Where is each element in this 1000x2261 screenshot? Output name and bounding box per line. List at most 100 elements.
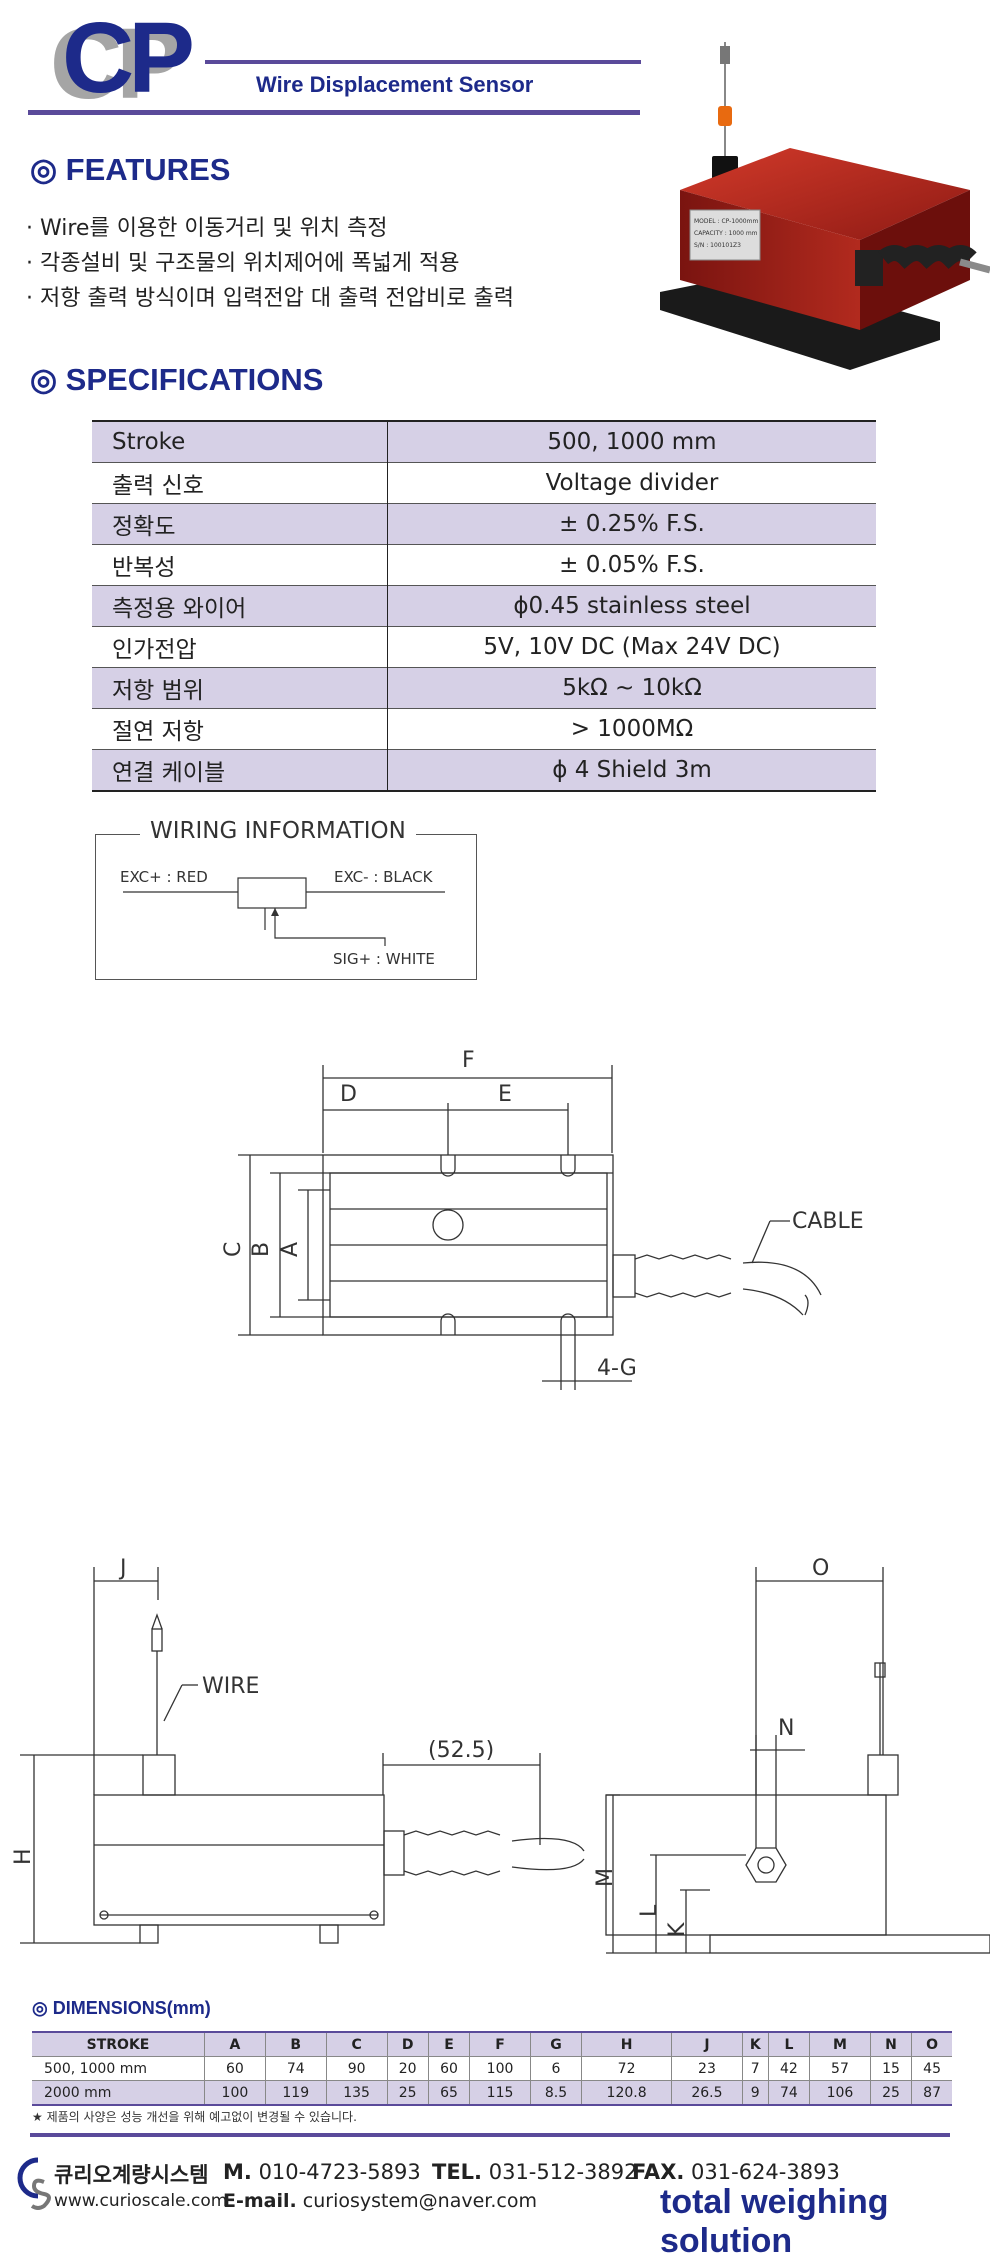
table-cell: 100 [204, 2080, 266, 2106]
header-subtitle: Wire Displacement Sensor [256, 72, 534, 97]
email-address[interactable]: curiosystem@naver.com [302, 2190, 537, 2212]
spec-key: 연결 케이블 [92, 749, 388, 791]
table-cell: 120.8 [581, 2080, 673, 2106]
resistor-icon [237, 877, 307, 909]
table-row: 2000 mm 100 119 135 25 65 115 8.5 120.8 … [32, 2080, 952, 2106]
table-cell: 8.5 [530, 2080, 583, 2106]
tel-contact: TEL. 031-512-3892 [432, 2160, 637, 2184]
table-cell: 135 [326, 2080, 388, 2106]
company-website[interactable]: www.curioscale.com [54, 2191, 228, 2211]
table-header-row: STROKE A B C D E F G H J K L M N O [32, 2031, 952, 2057]
dim-label-52-5: (52.5) [428, 1738, 494, 1763]
table-row: 500, 1000 mm 60 74 90 20 60 100 6 72 23 … [32, 2056, 952, 2081]
col-header: A [204, 2031, 266, 2057]
svg-text:MODEL : CP-1000mm: MODEL : CP-1000mm [694, 218, 758, 225]
tagline: total weighing solution [660, 2183, 889, 2260]
table-cell: 100 [469, 2056, 531, 2081]
col-header: E [428, 2031, 471, 2057]
tel-number: 031-512-3892 [488, 2160, 638, 2184]
features-title: ◎ FEATURES [30, 152, 231, 187]
mobile-contact: M. 010-4723-5893 [223, 2160, 421, 2184]
dim-label-o: O [812, 1556, 829, 1581]
mobile-label: M. [223, 2160, 252, 2184]
table-cell: 90 [326, 2056, 388, 2081]
header-rule-top [205, 60, 641, 64]
table-cell: 115 [469, 2080, 531, 2106]
dim-label-4g: 4-G [597, 1356, 637, 1381]
side-view-drawing: J WIRE (52.5) H [11, 1556, 585, 1944]
mobile-number: 010-4723-5893 [258, 2160, 421, 2184]
col-header: H [581, 2031, 673, 2057]
table-cell: 25 [387, 2080, 429, 2106]
table-row: 정확도± 0.25% F.S. [92, 503, 876, 545]
spec-key: 측정용 와이어 [92, 585, 388, 627]
svg-text:S/N : 100101Z3: S/N : 100101Z3 [694, 242, 741, 249]
dim-label-e: E [498, 1082, 512, 1107]
col-header: C [326, 2031, 388, 2057]
spec-value: 5V, 10V DC (Max 24V DC) [483, 634, 781, 660]
cable-label: CABLE [792, 1209, 864, 1234]
table-row: 절연 저항 > 1000MΩ [92, 708, 876, 750]
table-cell: 60 [428, 2056, 471, 2081]
spec-value: Voltage divider [545, 470, 719, 496]
dim-label-l: L [637, 1904, 662, 1917]
table-cell: 72 [581, 2056, 673, 2081]
header-rule-bottom [28, 110, 640, 115]
table-cell: 26.5 [671, 2080, 743, 2106]
spec-value: 5kΩ ~ 10kΩ [387, 667, 876, 709]
col-header: G [530, 2031, 583, 2057]
wiring-title: WIRING INFORMATION [140, 818, 416, 844]
col-header: J [671, 2031, 743, 2057]
col-header: D [387, 2031, 429, 2057]
tel-label: TEL. [432, 2160, 483, 2184]
spec-key: 정확도 [92, 503, 388, 545]
wiring-diagram [123, 877, 445, 946]
table-cell: 2000 mm [32, 2080, 205, 2106]
table-cell: 65 [428, 2080, 471, 2106]
specifications-title: ◎ SPECIFICATIONS [30, 362, 324, 397]
table-cell: 42 [768, 2056, 811, 2081]
top-view-drawing: F D E C B A CABLE 4-G [221, 1048, 864, 1390]
table-cell: 23 [671, 2056, 743, 2081]
wiring-sig-plus: SIG+ : WHITE [333, 950, 435, 968]
table-cell: 6 [530, 2056, 583, 2081]
col-header: O [911, 2031, 952, 2057]
feature-item-3: · 저항 출력 방식이며 입력전압 대 출력 전압비로 출력 [26, 286, 514, 311]
dimensions-table: STROKE A B C D E F G H J K L M N O 500, … [32, 2031, 952, 2106]
dim-label-k: K [665, 1922, 690, 1937]
col-header: L [768, 2031, 811, 2057]
table-cell: 20 [387, 2056, 429, 2081]
fax-label: FAX. [632, 2160, 685, 2184]
fax-contact: FAX. 031-624-3893 [632, 2160, 840, 2184]
spec-value: > 1000MΩ [570, 716, 694, 742]
dim-label-d: D [340, 1082, 357, 1107]
table-cell: 25 [870, 2080, 913, 2106]
dim-label-j: J [118, 1556, 127, 1581]
feature-item-1: · Wire를 이용한 이동거리 및 위치 측정 [26, 216, 388, 241]
logo-cp: CP [62, 2, 195, 114]
table-cell: 57 [809, 2056, 871, 2081]
spec-value: ϕ0.45 stainless steel [387, 585, 876, 627]
svg-text:CAPACITY : 1000 mm: CAPACITY : 1000 mm [694, 230, 758, 237]
product-label [689, 209, 761, 261]
table-cell: 74 [768, 2080, 811, 2106]
dim-label-c: C [221, 1242, 246, 1257]
table-row: 반복성± 0.05% F.S. [92, 544, 876, 586]
email-label: E-mail. [223, 2190, 297, 2212]
spec-value: ϕ 4 Shield 3m [387, 749, 876, 791]
table-cell: 74 [265, 2056, 327, 2081]
table-cell: 45 [911, 2056, 952, 2081]
footer-rule [30, 2133, 950, 2137]
spec-key: Stroke [92, 421, 388, 463]
arrow-icon [271, 908, 279, 916]
spec-key: 절연 저항 [92, 708, 388, 750]
table-cell: 119 [265, 2080, 327, 2106]
end-view-drawing: O N M L K [593, 1556, 990, 1954]
col-header: B [265, 2031, 327, 2057]
